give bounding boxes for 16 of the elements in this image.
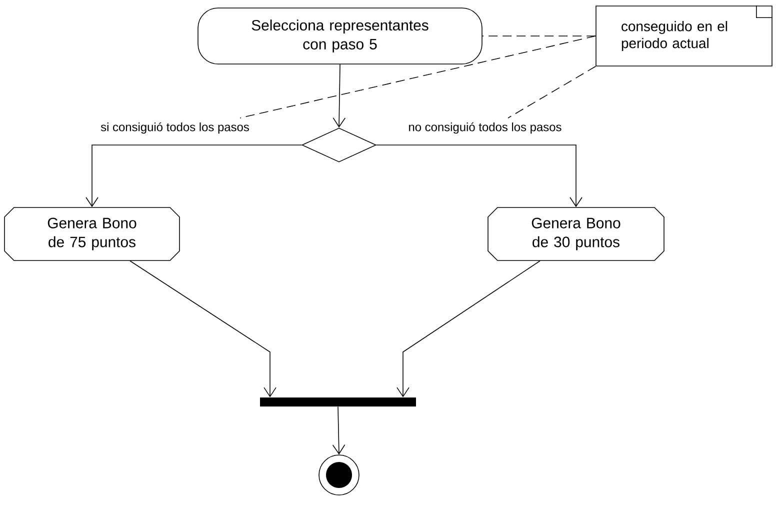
edge-label: no consiguió todos los pasos — [407, 121, 563, 135]
final-node — [318, 454, 360, 496]
edge-label: si consiguió todos los pasos — [100, 121, 250, 135]
activity-box: Genera Bono de 75 puntos — [4, 207, 180, 261]
arrow — [332, 64, 346, 128]
activity-box: Genera Bono de 30 puntos — [488, 207, 664, 261]
arrow — [332, 406, 346, 455]
arrow — [376, 144, 582, 208]
leader-line — [240, 36, 596, 118]
arrow — [130, 260, 276, 398]
note-box: conseguido en el periodo actual — [596, 5, 773, 66]
arrow — [86, 144, 302, 208]
leader-line — [508, 66, 596, 118]
join-bar — [260, 398, 416, 406]
activity-box: Selecciona representantes con paso 5 — [198, 8, 482, 64]
arrow — [396, 260, 540, 398]
